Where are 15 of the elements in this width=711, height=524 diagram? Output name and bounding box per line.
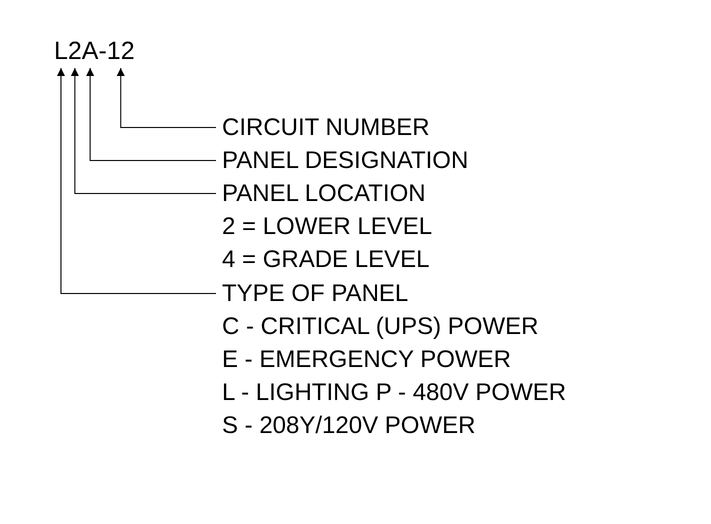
callout-heading: PANEL DESIGNATION	[222, 146, 468, 176]
leader-arrow	[56, 68, 216, 294]
callout-text: E - EMERGENCY POWER	[222, 345, 512, 375]
callout-text: 4 = GRADE LEVEL	[222, 245, 430, 275]
callout-text: C - CRITICAL (UPS) POWER	[222, 312, 540, 342]
leader-arrow	[86, 68, 216, 161]
callout-text: S - 208Y/120V POWER	[222, 411, 476, 441]
callout-text: L - LIGHTING P - 480V POWER	[222, 378, 566, 408]
designation-code: L2A-12	[54, 36, 135, 66]
callout-text: 2 = LOWER LEVEL	[222, 212, 432, 242]
callout-heading: PANEL LOCATION	[222, 179, 427, 209]
leader-arrow	[116, 68, 216, 128]
callout-heading: CIRCUIT NUMBER	[222, 113, 430, 143]
leader-arrow	[70, 68, 216, 194]
callout-heading: TYPE OF PANEL	[222, 279, 410, 309]
